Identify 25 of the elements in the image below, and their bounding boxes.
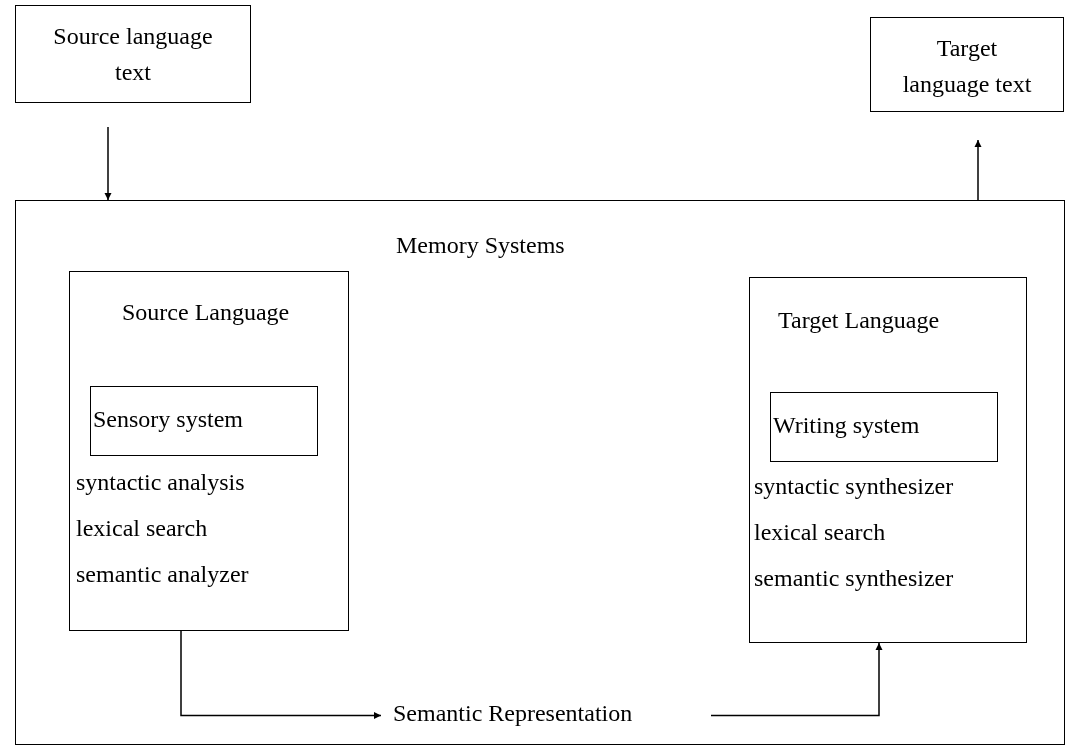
subsystem-box (770, 392, 998, 462)
subsystem-box (90, 386, 318, 456)
container-title: Memory Systems (396, 231, 565, 260)
arrow (180, 630, 382, 719)
list-item: syntactic analysis (76, 468, 245, 497)
box-title: Source Language (122, 298, 290, 327)
box-label: Sensory system (93, 405, 243, 434)
list-item: lexical search (76, 514, 208, 543)
process-box (749, 277, 1027, 643)
arrow (104, 126, 112, 201)
list-item: syntactic synthesizer (754, 472, 954, 501)
list-item: semantic analyzer (76, 560, 249, 589)
container-box (15, 200, 1065, 745)
text-box (870, 17, 1064, 112)
arrow (974, 139, 982, 201)
box-label: Target language text (901, 34, 1033, 99)
arrow (710, 642, 883, 717)
box-label: Source language text (52, 22, 214, 87)
text-box (15, 5, 251, 103)
list-item: semantic synthesizer (754, 564, 954, 593)
process-box (69, 271, 349, 631)
list-item: lexical search (754, 518, 886, 547)
box-label: Writing system (773, 411, 920, 440)
node-label: Semantic Representation (393, 699, 633, 728)
box-title: Target Language (778, 306, 940, 335)
